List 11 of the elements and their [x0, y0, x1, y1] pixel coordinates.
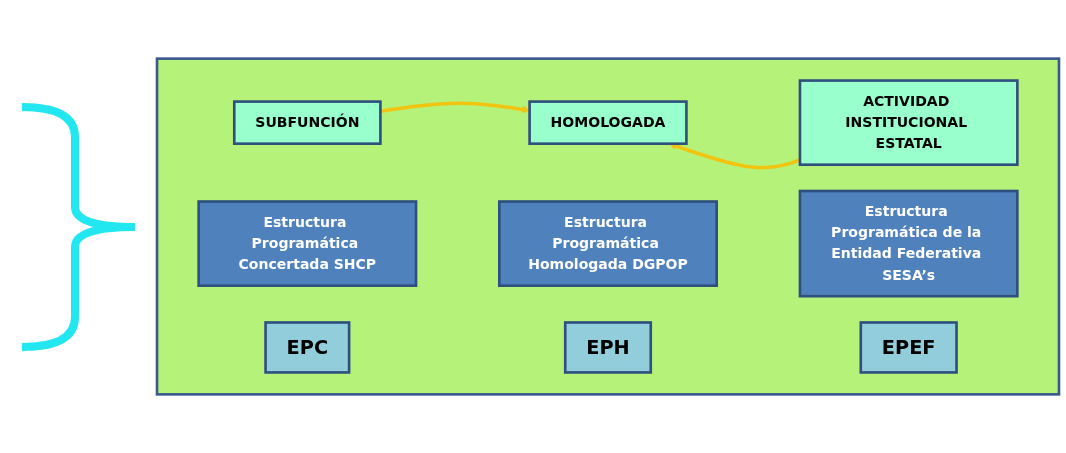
- node-box: EPH: [563, 321, 653, 374]
- node-box: EPC: [264, 321, 351, 374]
- node-box: HOMOLOGADA: [528, 100, 688, 145]
- curved-arrow: [380, 101, 530, 114]
- node-box: ACTIVIDAD INSTITUCIONAL ESTATAL: [798, 79, 1019, 166]
- node-box: Estructura Programática Homologada DGPOP: [498, 200, 718, 287]
- cluster: [155, 57, 1061, 396]
- node-box: EPEF: [859, 321, 958, 374]
- node-box: Estructura Programática de la Entidad Federativa SESA’s: [798, 189, 1019, 298]
- node-box: SUBFUNCIÓN: [232, 100, 382, 145]
- node-box: Estructura Programática Concertada SHCP: [197, 200, 418, 287]
